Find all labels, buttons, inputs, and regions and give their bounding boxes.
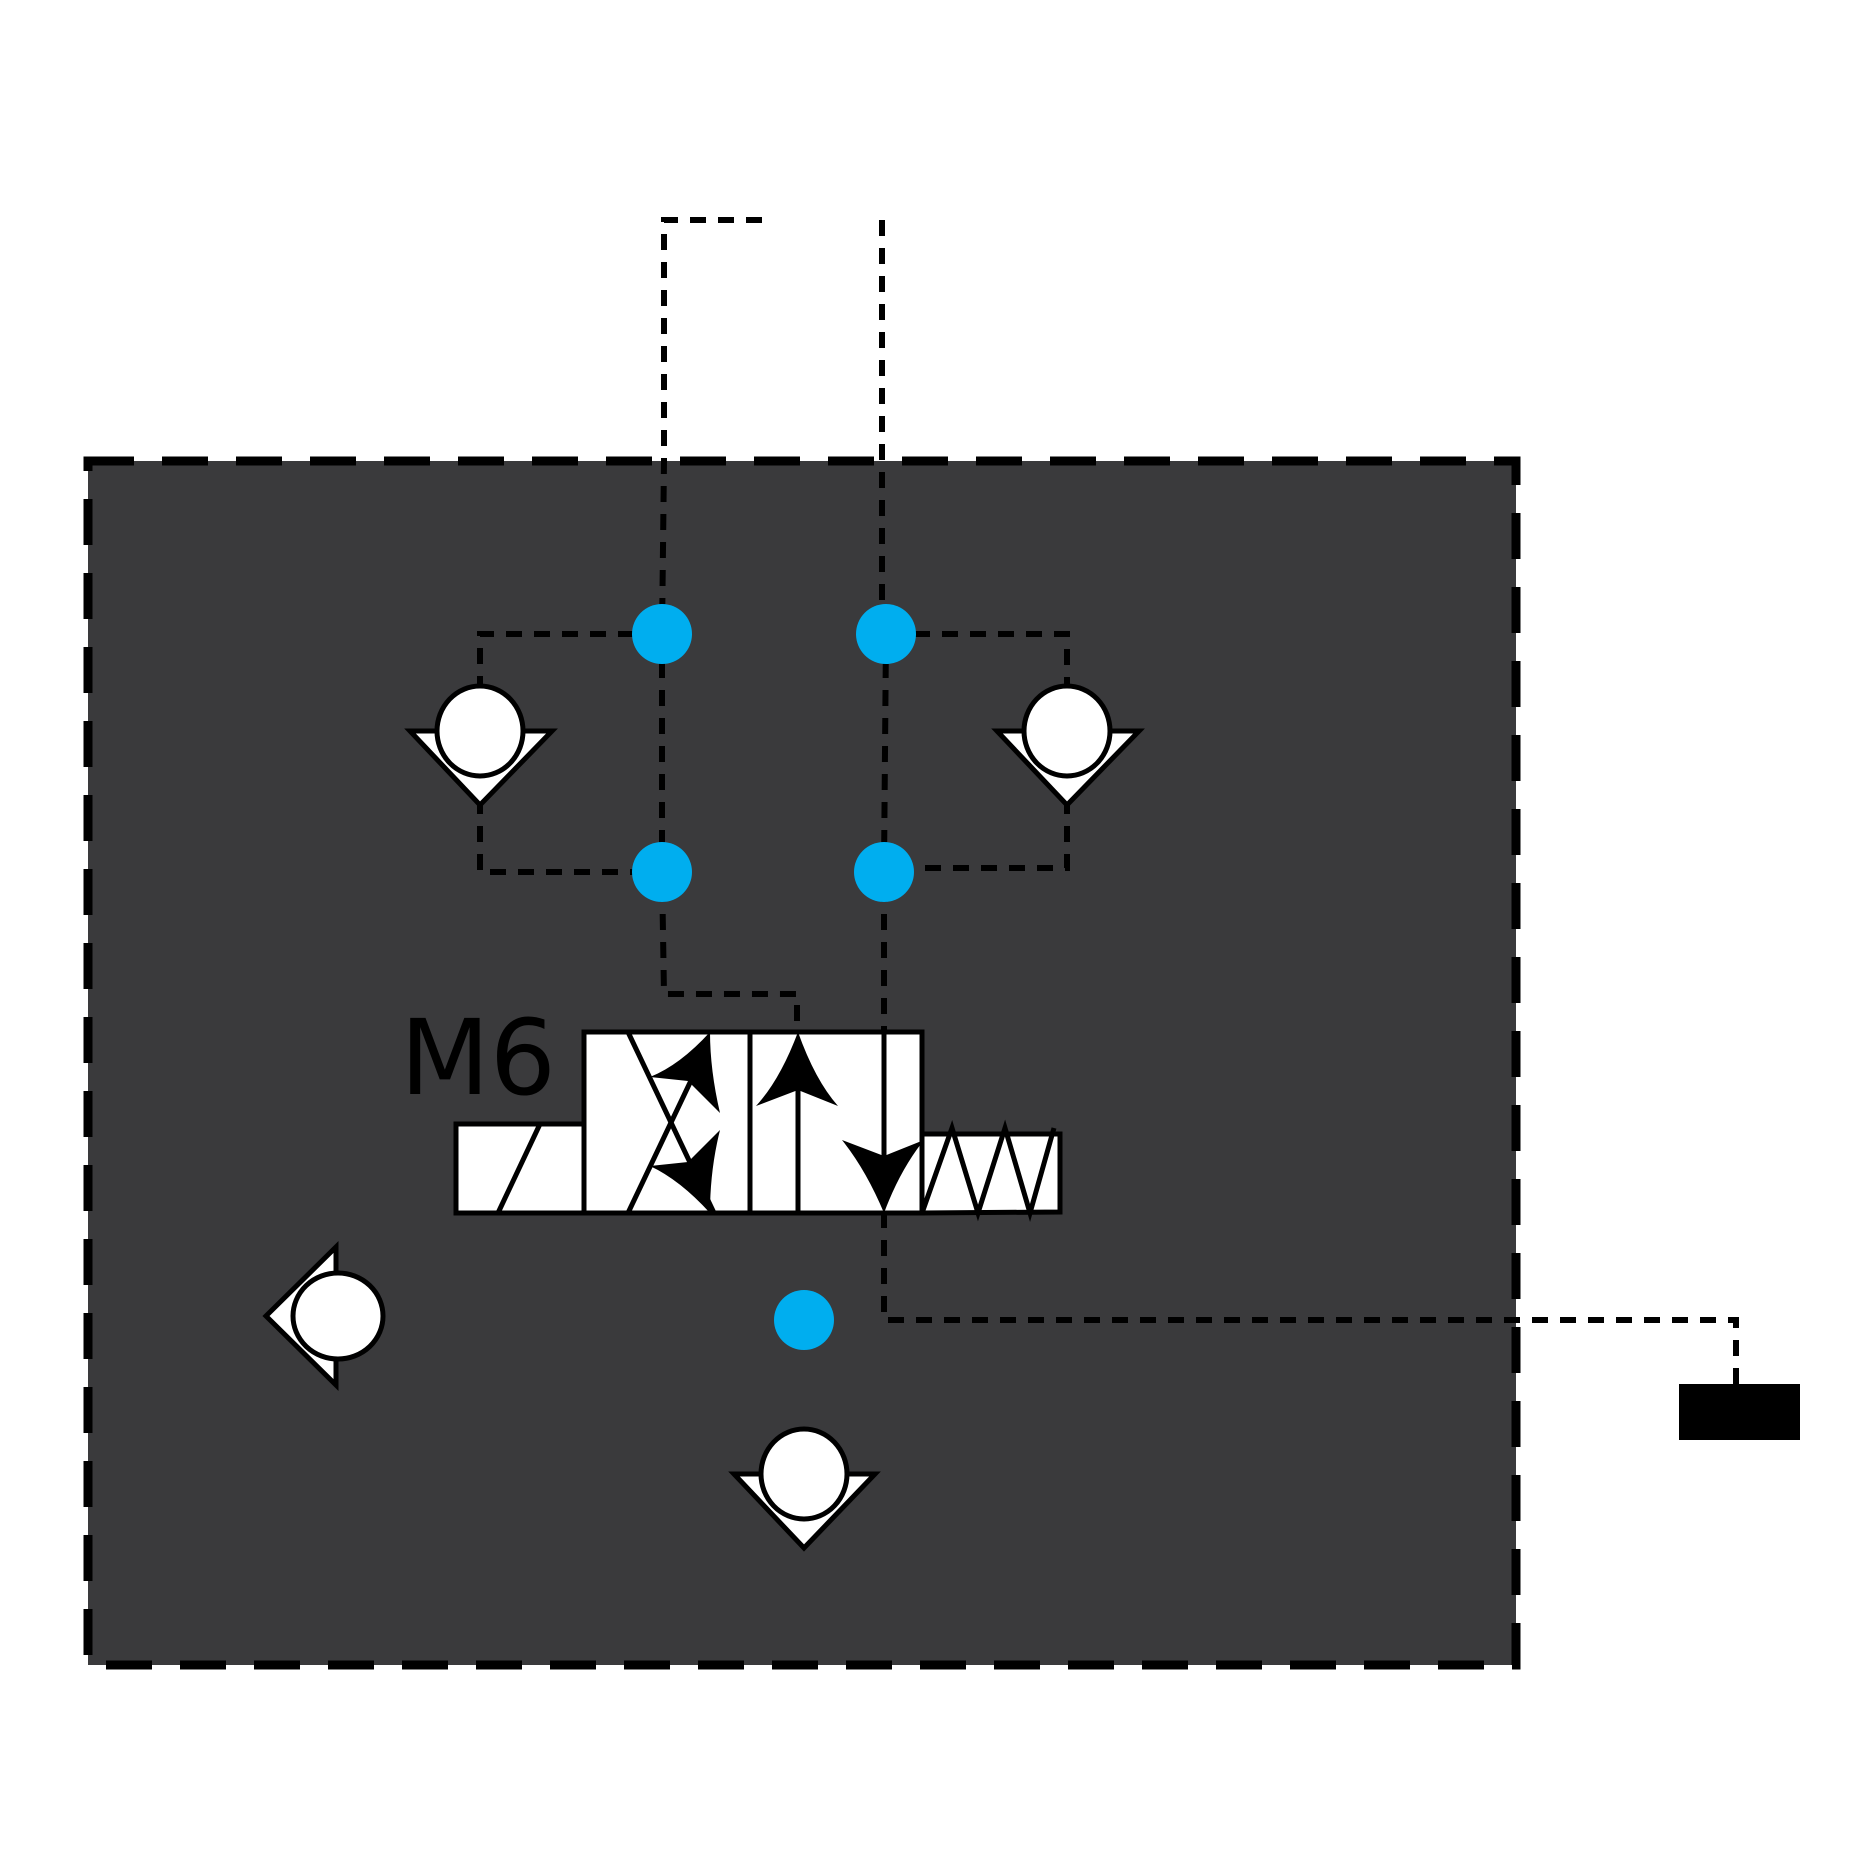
port-dot	[856, 604, 916, 664]
port-dot	[774, 1290, 834, 1350]
pilot-line-left-check-loop	[477, 631, 662, 875]
valve-envelope-crossed	[581, 1029, 753, 1216]
valve-envelope-parallel	[747, 1029, 925, 1216]
pilot-line-right-vertical	[881, 633, 889, 1030]
check-valve-icon	[262, 1241, 386, 1391]
pilot-line-left-top	[659, 217, 762, 635]
valve-label: M6	[400, 997, 556, 1119]
tank-icon	[1679, 1384, 1800, 1440]
check-valve-icon	[728, 1426, 881, 1552]
check-valve-icon	[404, 683, 558, 809]
port-dot	[854, 842, 914, 902]
pilot-line-left-vertical	[659, 634, 800, 1030]
port-dots	[632, 604, 916, 1350]
check-valve-icon	[991, 683, 1145, 809]
pilot-line-right-check-loop	[884, 631, 1070, 871]
spring-icon	[919, 1119, 1063, 1223]
drain-line	[881, 1212, 1739, 1384]
port-dot	[632, 842, 692, 902]
port-dot	[632, 604, 692, 664]
solenoid-icon	[453, 1121, 587, 1216]
pilot-lines	[477, 217, 1739, 1384]
directional-valve: M6	[400, 997, 1063, 1223]
